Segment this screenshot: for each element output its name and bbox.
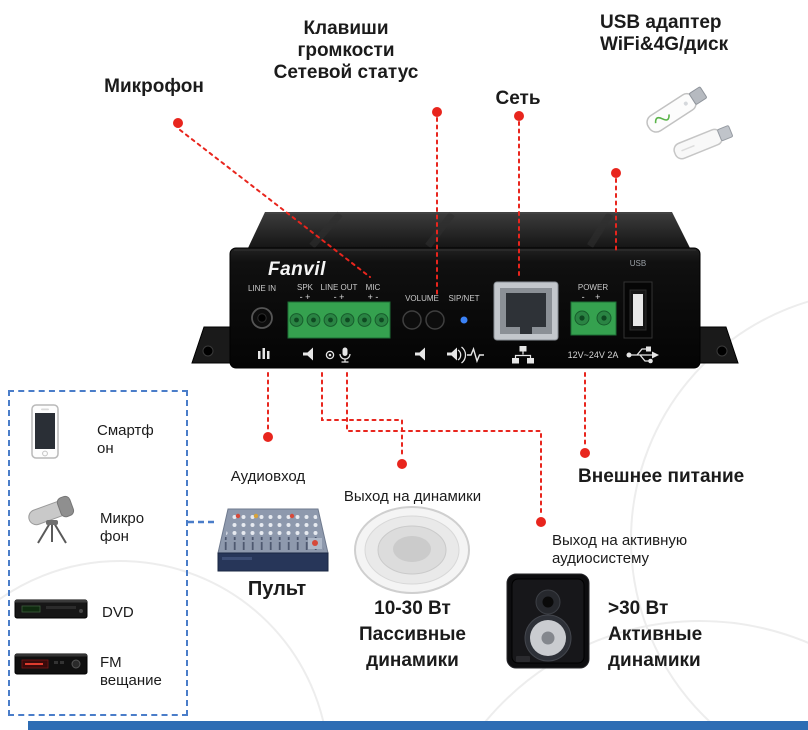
panel-pictograms <box>258 346 659 364</box>
right-ear-screw-hole <box>716 345 728 357</box>
footer-accent-bar <box>28 721 808 730</box>
spk-polarity: - + <box>300 292 311 302</box>
active-out-callout-label: Выход на активную аудиосистему <box>552 532 688 567</box>
usb-port-label: USB <box>630 259 646 268</box>
connector-dot-network <box>514 111 524 121</box>
sip-net-label: SIP/NET <box>448 294 479 303</box>
source-label-fm: FM вещание <box>100 654 162 689</box>
usb-port <box>623 281 653 339</box>
mic-polarity: + - <box>368 292 379 302</box>
connector-dot-speaker-out <box>397 459 407 469</box>
spk-label: SPK <box>297 283 314 292</box>
right-mounting-ear <box>699 326 739 364</box>
record-icon <box>325 350 335 360</box>
mixer-label: Пульт <box>247 578 307 600</box>
ethernet-port <box>493 281 559 341</box>
network-callout-label: Сеть <box>495 88 541 109</box>
line-out-label: LINE OUT <box>321 283 358 292</box>
audio-terminal-block <box>287 301 391 339</box>
lineout-polarity: - + <box>334 292 345 302</box>
left-mounting-ear <box>191 326 231 364</box>
mic-label: MIC <box>366 283 381 292</box>
source-label-dvd: DVD <box>102 604 134 621</box>
power-label: POWER <box>578 283 608 292</box>
fm-broadcast-icon <box>14 653 88 675</box>
volume-label: VOLUME <box>405 294 439 303</box>
signal-icon <box>467 346 484 364</box>
active-speakers-label: >30 Вт Активные динамики <box>608 598 703 671</box>
source-label-smartphone: Смартф он <box>97 422 154 457</box>
brand-logo: Fanvil <box>268 259 326 280</box>
microphone-callout-label: Микрофон <box>104 76 204 97</box>
desk-microphone-icon <box>28 495 75 544</box>
connector-dot-power <box>580 448 590 458</box>
device-illustration: Fanvil LINE IN SPK LINE OUT MIC - + - + … <box>191 211 739 369</box>
connector-dot-microphone <box>173 118 183 128</box>
source-label-microphone: Микро фон <box>100 510 145 545</box>
network-icon <box>512 346 534 364</box>
mic-icon <box>339 347 351 363</box>
usb-trident-icon <box>626 346 659 364</box>
dvd-player-icon <box>14 599 88 619</box>
connector-dot-volume-status <box>432 107 442 117</box>
mixer-image <box>217 508 329 572</box>
speaker-icon <box>303 347 313 361</box>
connector-dot-audio-in <box>263 432 273 442</box>
audio-sources-panel: Смартф он Микро фон DVD FM вещан <box>8 390 188 716</box>
passive-speaker-image <box>354 506 470 594</box>
usb-dongles-image <box>646 86 733 160</box>
passive-speakers-label: 10-30 Вт Пассивные динамики <box>359 598 466 671</box>
line-in-label: LINE IN <box>248 284 276 293</box>
active-speaker-image <box>506 573 590 669</box>
usb-adapter-callout-label: USB адаптер WiFi&4G/диск <box>600 12 729 55</box>
line-in-icon <box>258 348 270 359</box>
volume-keys-status-callout-label: Клавиши громкости Сетевой статус <box>273 18 419 83</box>
power-polarity: - + <box>582 292 605 302</box>
volume-up-button <box>425 310 445 330</box>
audio-in-callout-label: Аудиовход <box>230 468 306 485</box>
usb-disk-dongle-icon <box>673 125 733 160</box>
sound-waves-icon <box>457 346 467 364</box>
volume-down-button <box>402 310 422 330</box>
power-terminal-block <box>570 301 617 336</box>
smartphone-icon <box>31 404 59 459</box>
connector-dot-usb <box>611 168 621 178</box>
power-rating-label: 12V~24V 2A <box>568 350 619 360</box>
status-led <box>460 316 468 324</box>
connector-dot-active-out <box>536 517 546 527</box>
usb-wifi-dongle-icon <box>646 86 707 133</box>
external-power-callout-label: Внешнее питание <box>578 466 745 487</box>
speaker-out-callout-label: Выход на динамики <box>343 488 482 505</box>
left-ear-screw-hole <box>202 345 214 357</box>
